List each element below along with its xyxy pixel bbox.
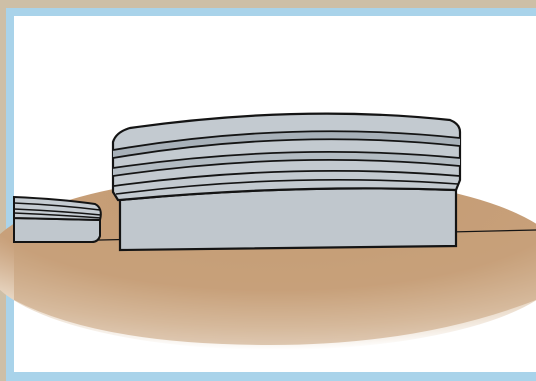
large-layered-stone [113,114,460,250]
small-layered-stone [14,197,101,242]
